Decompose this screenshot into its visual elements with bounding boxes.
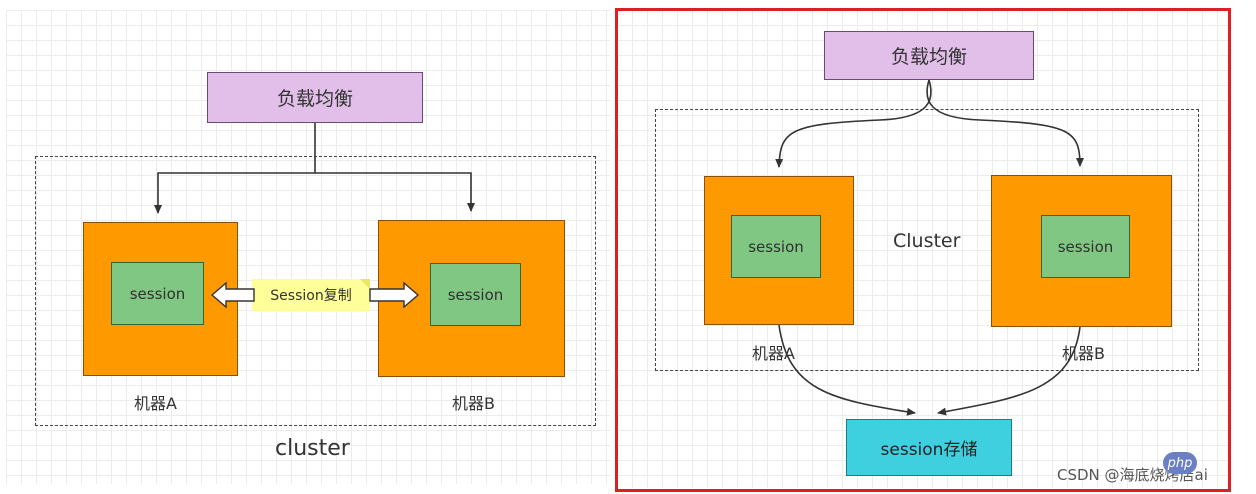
- right-session-storage-box: session存储: [846, 419, 1012, 476]
- left-replication-note: Session复制: [252, 279, 370, 311]
- left-machine-b-label: 机器B: [452, 394, 495, 413]
- left-session-b-box: session: [430, 263, 521, 326]
- right-cluster-label: Cluster: [893, 230, 961, 252]
- left-session-b-label: session: [447, 285, 504, 304]
- right-session-a-label: session: [748, 237, 804, 256]
- left-cluster-label: cluster: [275, 436, 350, 461]
- left-load-balancer-label: 负载均衡: [276, 88, 353, 110]
- right-load-balancer-label: 负载均衡: [890, 46, 967, 68]
- php-badge-label: php: [1167, 455, 1193, 471]
- right-session-b-box: session: [1041, 215, 1130, 278]
- right-session-a-box: session: [731, 215, 821, 278]
- left-session-a-box: session: [111, 262, 204, 325]
- right-session-storage-label: session存储: [880, 440, 978, 460]
- left-machine-a-label: 机器A: [134, 394, 177, 413]
- note-fold-corner: [360, 279, 370, 289]
- php-badge: php: [1163, 452, 1197, 474]
- highlight-frame: [615, 8, 1231, 492]
- right-session-b-label: session: [1057, 237, 1114, 256]
- left-session-a-label: session: [129, 284, 186, 303]
- left-replication-label: Session复制: [270, 288, 352, 304]
- left-load-balancer-box: 负载均衡: [207, 72, 423, 123]
- right-load-balancer-box: 负载均衡: [824, 31, 1034, 80]
